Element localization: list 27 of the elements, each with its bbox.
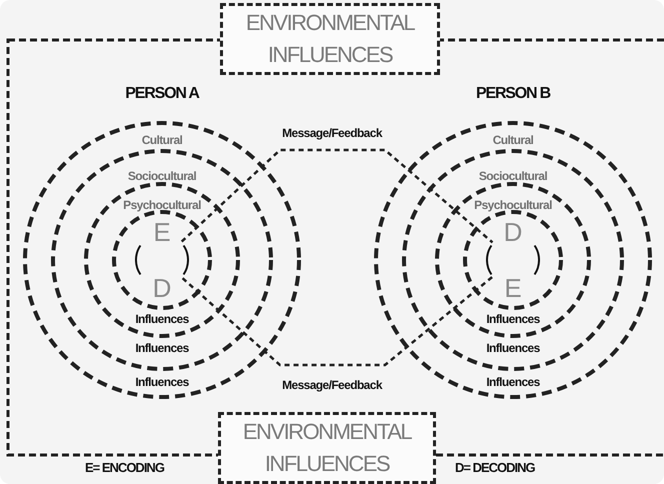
process-letter: D bbox=[504, 219, 522, 245]
box-title: ENVIRONMENTAL INFLUENCES bbox=[244, 9, 416, 69]
ring-label: Cultural bbox=[142, 133, 182, 147]
ring-label: Psychocultural bbox=[474, 198, 552, 212]
ring-label: Influences bbox=[486, 341, 540, 355]
person-heading: PERSON B bbox=[476, 85, 550, 103]
legend-note: D= DECODING bbox=[455, 460, 535, 475]
process-letter: E bbox=[153, 219, 171, 245]
ring-label: Sociocultural bbox=[478, 169, 548, 183]
ring-label: Influences bbox=[135, 375, 189, 389]
process-letter: D bbox=[152, 275, 172, 301]
dashed-box bbox=[220, 3, 440, 75]
ring-label: Cultural bbox=[492, 133, 534, 147]
process-letter: E bbox=[504, 275, 522, 301]
ring-label: Psychocultural bbox=[123, 198, 201, 212]
dashed-box bbox=[218, 412, 436, 484]
edge-label: Message/Feedback bbox=[280, 378, 384, 392]
ring-label: Influences bbox=[135, 312, 189, 326]
legend-note: E= ENCODING bbox=[85, 460, 164, 475]
edge-label: Message/Feedback bbox=[280, 126, 384, 140]
box-title: ENVIRONMENTAL INFLUENCES bbox=[242, 418, 413, 478]
ring-label: Influences bbox=[486, 375, 540, 389]
dashed-connector bbox=[181, 276, 493, 366]
person-heading: PERSON A bbox=[125, 85, 199, 103]
ring-label: Influences bbox=[135, 341, 189, 355]
ring-label: Influences bbox=[486, 312, 540, 326]
ring-label: Sociocultural bbox=[128, 169, 196, 183]
